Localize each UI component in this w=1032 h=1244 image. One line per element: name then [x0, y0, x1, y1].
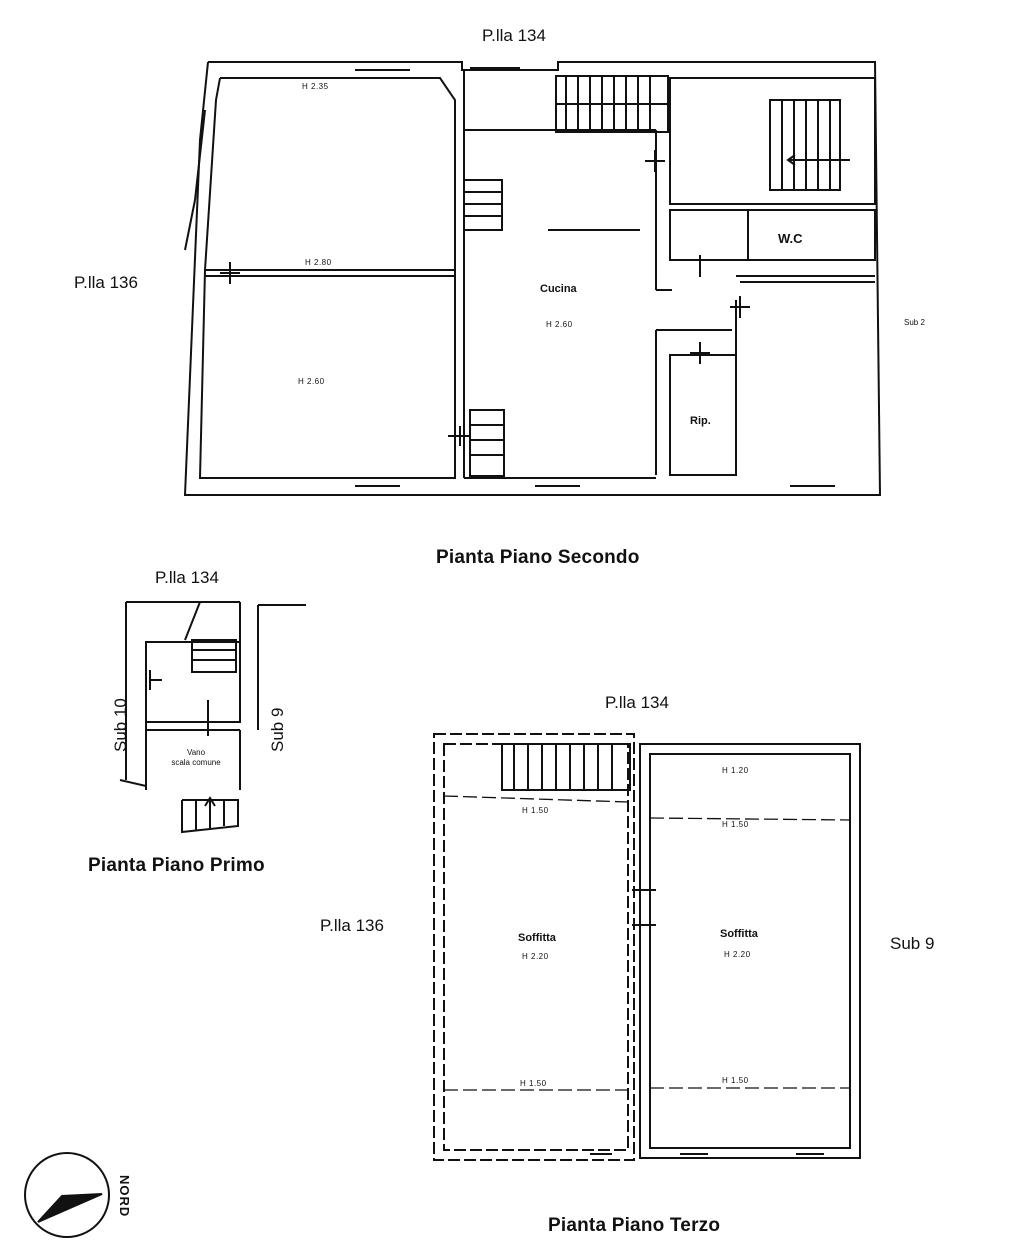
- north-label: NORD: [117, 1175, 132, 1218]
- first-floor-ref-right: Sub 9: [268, 707, 287, 752]
- room-height-top-left: H 2.35: [302, 82, 329, 91]
- third-floor-left-room-name: Soffitta: [518, 932, 556, 944]
- first-floor-title: Pianta Piano Primo: [88, 855, 265, 876]
- room-height-kitchen: H 2.60: [546, 320, 573, 329]
- second-floor-outer-wall: [183, 61, 882, 496]
- second-floor-title: Pianta Piano Secondo: [436, 547, 640, 568]
- third-floor-title: Pianta Piano Terzo: [548, 1215, 721, 1236]
- first-floor-ref-top: P.lla 134: [155, 568, 219, 587]
- third-floor-ref-top: P.lla 134: [605, 693, 669, 712]
- room-name-storage: Rip.: [690, 415, 711, 427]
- third-floor-left-room-height-top: H 1.50: [522, 806, 549, 815]
- third-floor-ref-left: P.lla 136: [320, 916, 384, 935]
- room-height-left-lower: H 2.60: [298, 377, 325, 386]
- second-floor-ref-left: P.lla 136: [74, 273, 138, 292]
- third-floor-right-room-height-top: H 1.50: [722, 820, 749, 829]
- second-floor-inner-wall: [198, 77, 456, 479]
- room-name-wc: W.C: [778, 231, 803, 246]
- first-floor-ref-left: Sub 10: [111, 698, 130, 752]
- first-floor-plan: [119, 601, 306, 834]
- third-floor-right-room-height-top-max: H 1.20: [722, 766, 749, 775]
- third-floor-left-room-height-bottom: H 1.50: [520, 1079, 547, 1088]
- north-compass: [24, 1152, 110, 1238]
- room-name-kitchen: Cucina: [540, 283, 577, 295]
- second-floor-ref-top: P.lla 134: [482, 26, 546, 45]
- third-floor-right-room-height-bottom: H 1.50: [722, 1076, 749, 1085]
- third-floor-right-room-name: Soffitta: [720, 928, 758, 940]
- first-floor-stair-label: Vano scala comune: [171, 748, 221, 767]
- second-floor-plan: [183, 61, 882, 496]
- second-floor-ref-right: Sub 2: [904, 318, 925, 327]
- third-floor-ref-right: Sub 9: [890, 934, 935, 953]
- third-floor-plan: [433, 733, 861, 1161]
- third-floor-left-room-height: H 2.20: [522, 952, 549, 961]
- third-floor-right-room-height: H 2.20: [724, 950, 751, 959]
- room-height-mid: H 2.80: [305, 258, 332, 267]
